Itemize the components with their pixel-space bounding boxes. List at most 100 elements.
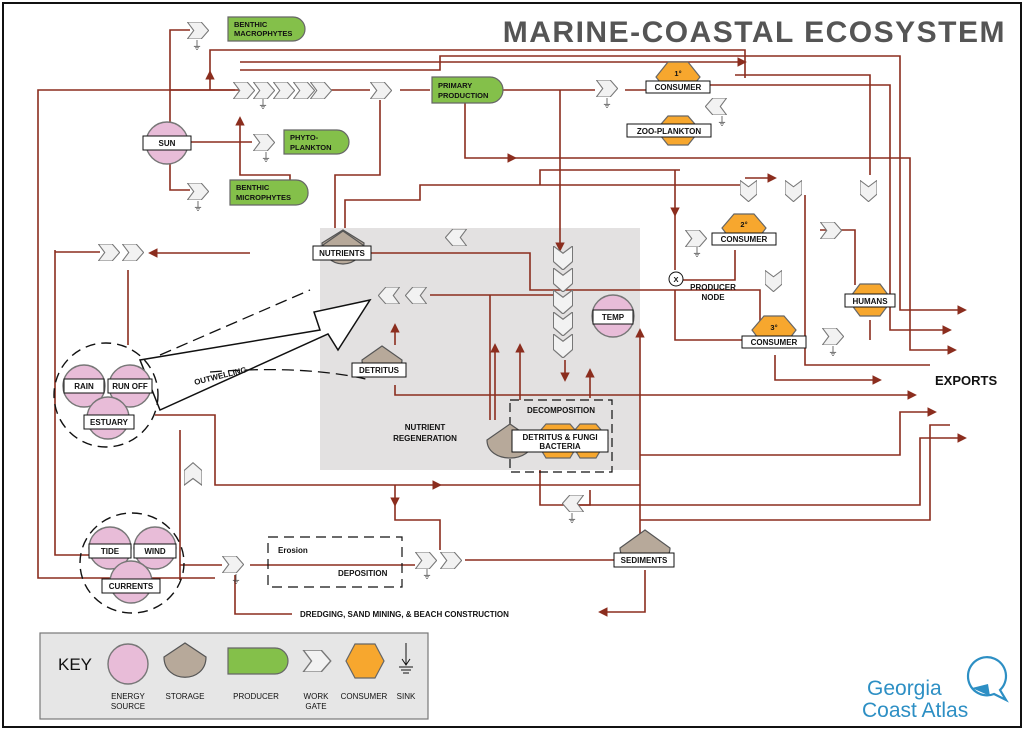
tide-label: TIDE <box>101 547 120 556</box>
producer-node-label-1: PRODUCER <box>690 283 736 292</box>
flow-nutrients-up <box>344 184 745 228</box>
erosion-deposition-box <box>267 536 403 588</box>
benthic-macrophytes-label-2: MACROPHYTES <box>234 29 292 38</box>
wind-node: WIND <box>133 526 177 570</box>
rain-node: RAIN <box>62 364 106 408</box>
flow-nutrients-right <box>539 169 680 185</box>
key-consumer-label: CONSUMER <box>341 692 388 701</box>
consumer-2-node: 2° CONSUMER <box>711 213 777 246</box>
detritus-node: DETRITUS <box>351 345 407 378</box>
primary-production-label-2: PRODUCTION <box>438 91 488 100</box>
phytoplankton-label-2: PLANKTON <box>290 143 332 152</box>
sediments-label: SEDIMENTS <box>621 556 668 565</box>
flow-estuary-nutrient <box>155 414 442 490</box>
sun-label: SUN <box>159 139 176 148</box>
flow-consumer3-exports <box>774 355 882 385</box>
sediments-node: SEDIMENTS <box>613 529 675 568</box>
outwelling-arrow <box>138 298 372 412</box>
work-gate <box>184 462 202 486</box>
flow-erosion-gate <box>394 505 441 550</box>
producer-node: X PRODUCER NODE <box>668 271 736 302</box>
page-title: MARINE-COASTAL ECOSYSTEM <box>503 16 1006 49</box>
flow-sun-macrophytes <box>169 29 190 125</box>
benthic-macrophytes-node: BENTHIC MACROPHYTES <box>227 16 306 42</box>
sink-icon <box>423 569 431 579</box>
flow-nutrients-temp <box>370 252 640 291</box>
work-gate <box>440 552 462 569</box>
detritus-fungi-label-1: DETRITUS & FUNGI <box>522 433 597 442</box>
work-gate <box>765 270 782 292</box>
primary-production-label-1: PRIMARY <box>438 81 472 90</box>
detritus-label: DETRITUS <box>359 366 400 375</box>
currents-label: CURRENTS <box>109 582 154 591</box>
sink-icon <box>262 152 270 162</box>
benthic-macrophytes-label-1: BENTHIC <box>234 20 268 29</box>
producer-node-label-2: NODE <box>701 293 725 302</box>
logo-sail-icon <box>972 684 990 696</box>
flow-right-col <box>804 195 930 366</box>
flow-decomp-exports <box>640 407 937 456</box>
consumer-2-rank: 2° <box>740 220 747 229</box>
work-gate <box>253 134 275 151</box>
humans-label: HUMANS <box>852 297 888 306</box>
estuary-label: ESTUARY <box>90 418 129 427</box>
flow-sun-microphytes <box>169 160 190 191</box>
consumer-1-rank: 1° <box>674 69 681 78</box>
flow-pp-exports <box>515 157 957 355</box>
flow-sun-loop <box>37 89 250 579</box>
phytoplankton-node: PHYTO- PLANKTON <box>283 129 350 155</box>
flow-sediment-exports-2 <box>640 424 950 521</box>
benthic-microphytes-label-1: BENTHIC <box>236 183 270 192</box>
benthic-microphytes-node: BENTHIC MICROPHYTES <box>229 179 309 206</box>
work-gate <box>860 180 877 202</box>
estuary-node: ESTUARY <box>83 396 135 440</box>
work-gate <box>253 82 275 99</box>
flow-node-consumer2 <box>675 250 736 281</box>
detritus-fungi-label-2: BACTERIA <box>539 442 581 451</box>
deposition-label: DEPOSITION <box>338 569 388 578</box>
consumer-3-label: CONSUMER <box>751 338 798 347</box>
sink-icon <box>693 247 701 257</box>
wind-label: WIND <box>144 547 166 556</box>
sink-icon <box>194 201 202 211</box>
work-gate <box>785 180 802 202</box>
run-off-node: RUN OFF <box>107 364 153 408</box>
outwelling-dash-1 <box>159 289 311 356</box>
tide-cluster-outline <box>79 512 185 614</box>
key-storage-symbol <box>163 642 207 678</box>
key-work-gate-label-1: WORK <box>304 692 330 701</box>
nutrients-label: NUTRIENTS <box>319 249 365 258</box>
key-consumer-symbol <box>345 643 385 679</box>
benthic-microphytes-label-2: MICROPHYTES <box>236 193 291 202</box>
sink-icon <box>193 40 201 50</box>
erosion-label: Erosion <box>278 546 308 555</box>
work-gate <box>222 556 244 573</box>
phytoplankton-label-1: PHYTO- <box>290 133 319 142</box>
logo-mark-icon <box>966 656 1009 703</box>
work-gate <box>740 180 757 202</box>
key-sink-symbol <box>399 643 413 674</box>
producer-node-mark: X <box>673 275 678 284</box>
key-storage-label: STORAGE <box>166 692 205 701</box>
nutrient-regeneration-label-1: NUTRIENT <box>405 423 446 432</box>
key-energy-label-1: ENERGY <box>111 692 145 701</box>
nutrients-node: NUTRIENTS <box>312 229 372 265</box>
work-gate <box>187 22 209 39</box>
flow-pp-down <box>464 100 517 163</box>
zooplankton-label: ZOO-PLANKTON <box>637 127 702 136</box>
sink-icon <box>568 513 576 523</box>
zooplankton-node: ZOO-PLANKTON <box>626 115 712 146</box>
outwelling-dash-2 <box>209 368 371 381</box>
work-gate <box>370 82 392 99</box>
flow-consumer1-exports <box>710 84 952 335</box>
rain-label: RAIN <box>74 382 94 391</box>
consumer-1-label: CONSUMER <box>655 83 702 92</box>
flow-detritus-exports <box>394 385 917 400</box>
flow-sediment-exports <box>539 433 967 506</box>
consumer-3-rank: 3° <box>770 323 777 332</box>
flow-to-consumer3 <box>640 289 761 340</box>
primary-production-node: PRIMARY PRODUCTION <box>431 76 504 104</box>
work-gate <box>273 82 295 99</box>
